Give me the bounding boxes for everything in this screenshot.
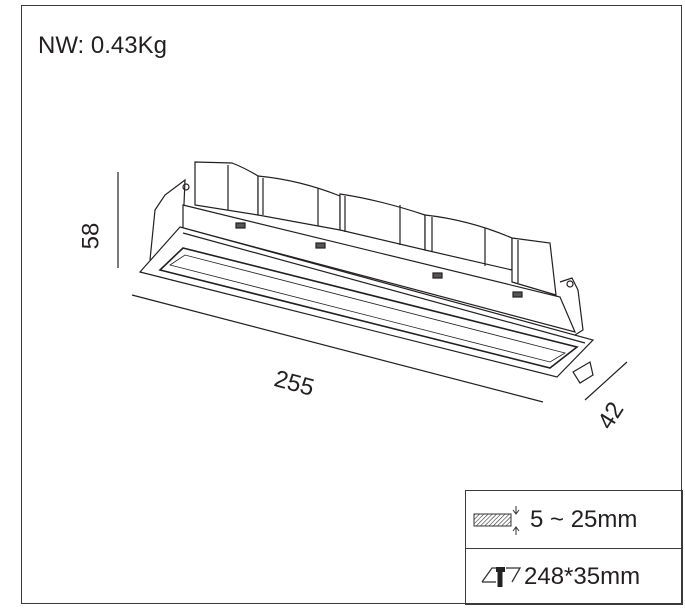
- drawing-frame: [21, 5, 682, 604]
- length-dimension-line: [131, 294, 544, 403]
- driver-tab: [572, 361, 594, 384]
- light-slot: [158, 247, 579, 369]
- ceiling-thickness-row: 5 ~ 25mm: [466, 491, 682, 549]
- ceiling-cutout-icon: [481, 566, 522, 587]
- ceiling-thickness-value: 5 ~ 25mm: [530, 505, 638, 533]
- installation-spec-table: 5 ~ 25mm 248*35mm: [465, 490, 683, 605]
- width-dimension-line: [584, 361, 628, 401]
- left-spring-clip: [149, 178, 186, 261]
- housing-slots: [235, 222, 523, 298]
- hatched-panel-thickness-icon: [473, 505, 520, 535]
- housing-face: [182, 204, 577, 333]
- cutout-size-value: 248*35mm: [524, 562, 641, 590]
- net-weight-label: NW: 0.43Kg: [38, 32, 167, 59]
- height-dimension-label: 58: [77, 222, 105, 250]
- right-spring-clip: [559, 277, 584, 336]
- cutout-size-row: 248*35mm: [466, 548, 682, 605]
- heatsink-fins: [194, 161, 557, 296]
